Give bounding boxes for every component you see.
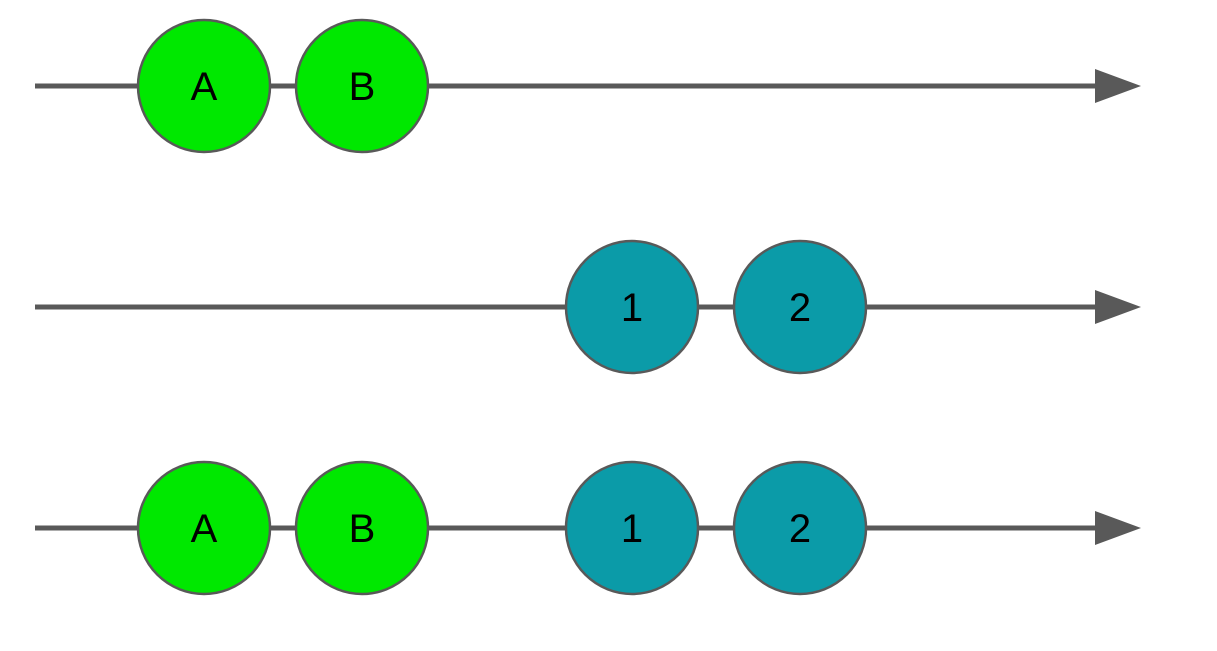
node-circle[interactable] <box>564 460 700 596</box>
arrow-head-icon <box>1095 69 1141 103</box>
node-circle[interactable] <box>732 460 868 596</box>
node-circle[interactable] <box>294 460 430 596</box>
node-green-A[interactable]: A <box>136 460 272 596</box>
node-teal-2[interactable]: 2 <box>732 239 868 375</box>
node-label: 2 <box>789 507 811 551</box>
node-label: 2 <box>789 286 811 330</box>
node-green-B[interactable]: B <box>294 460 430 596</box>
node-green-B[interactable]: B <box>294 18 430 154</box>
node-label: B <box>349 65 376 109</box>
node-teal-2[interactable]: 2 <box>732 460 868 596</box>
node-teal-1[interactable]: 1 <box>564 239 700 375</box>
node-circle[interactable] <box>564 239 700 375</box>
node-circle[interactable] <box>136 18 272 154</box>
node-circle[interactable] <box>294 18 430 154</box>
arrow-head-icon <box>1095 511 1141 545</box>
arrow-head-icon <box>1095 290 1141 324</box>
node-circle[interactable] <box>732 239 868 375</box>
node-label: 1 <box>621 286 643 330</box>
node-label: A <box>191 65 218 109</box>
node-green-A[interactable]: A <box>136 18 272 154</box>
node-label: B <box>349 507 376 551</box>
node-circle[interactable] <box>136 460 272 596</box>
node-label: A <box>191 507 218 551</box>
node-label: 1 <box>621 507 643 551</box>
row-green-and-teal: A B 1 2 <box>35 460 1141 596</box>
node-teal-1[interactable]: 1 <box>564 460 700 596</box>
